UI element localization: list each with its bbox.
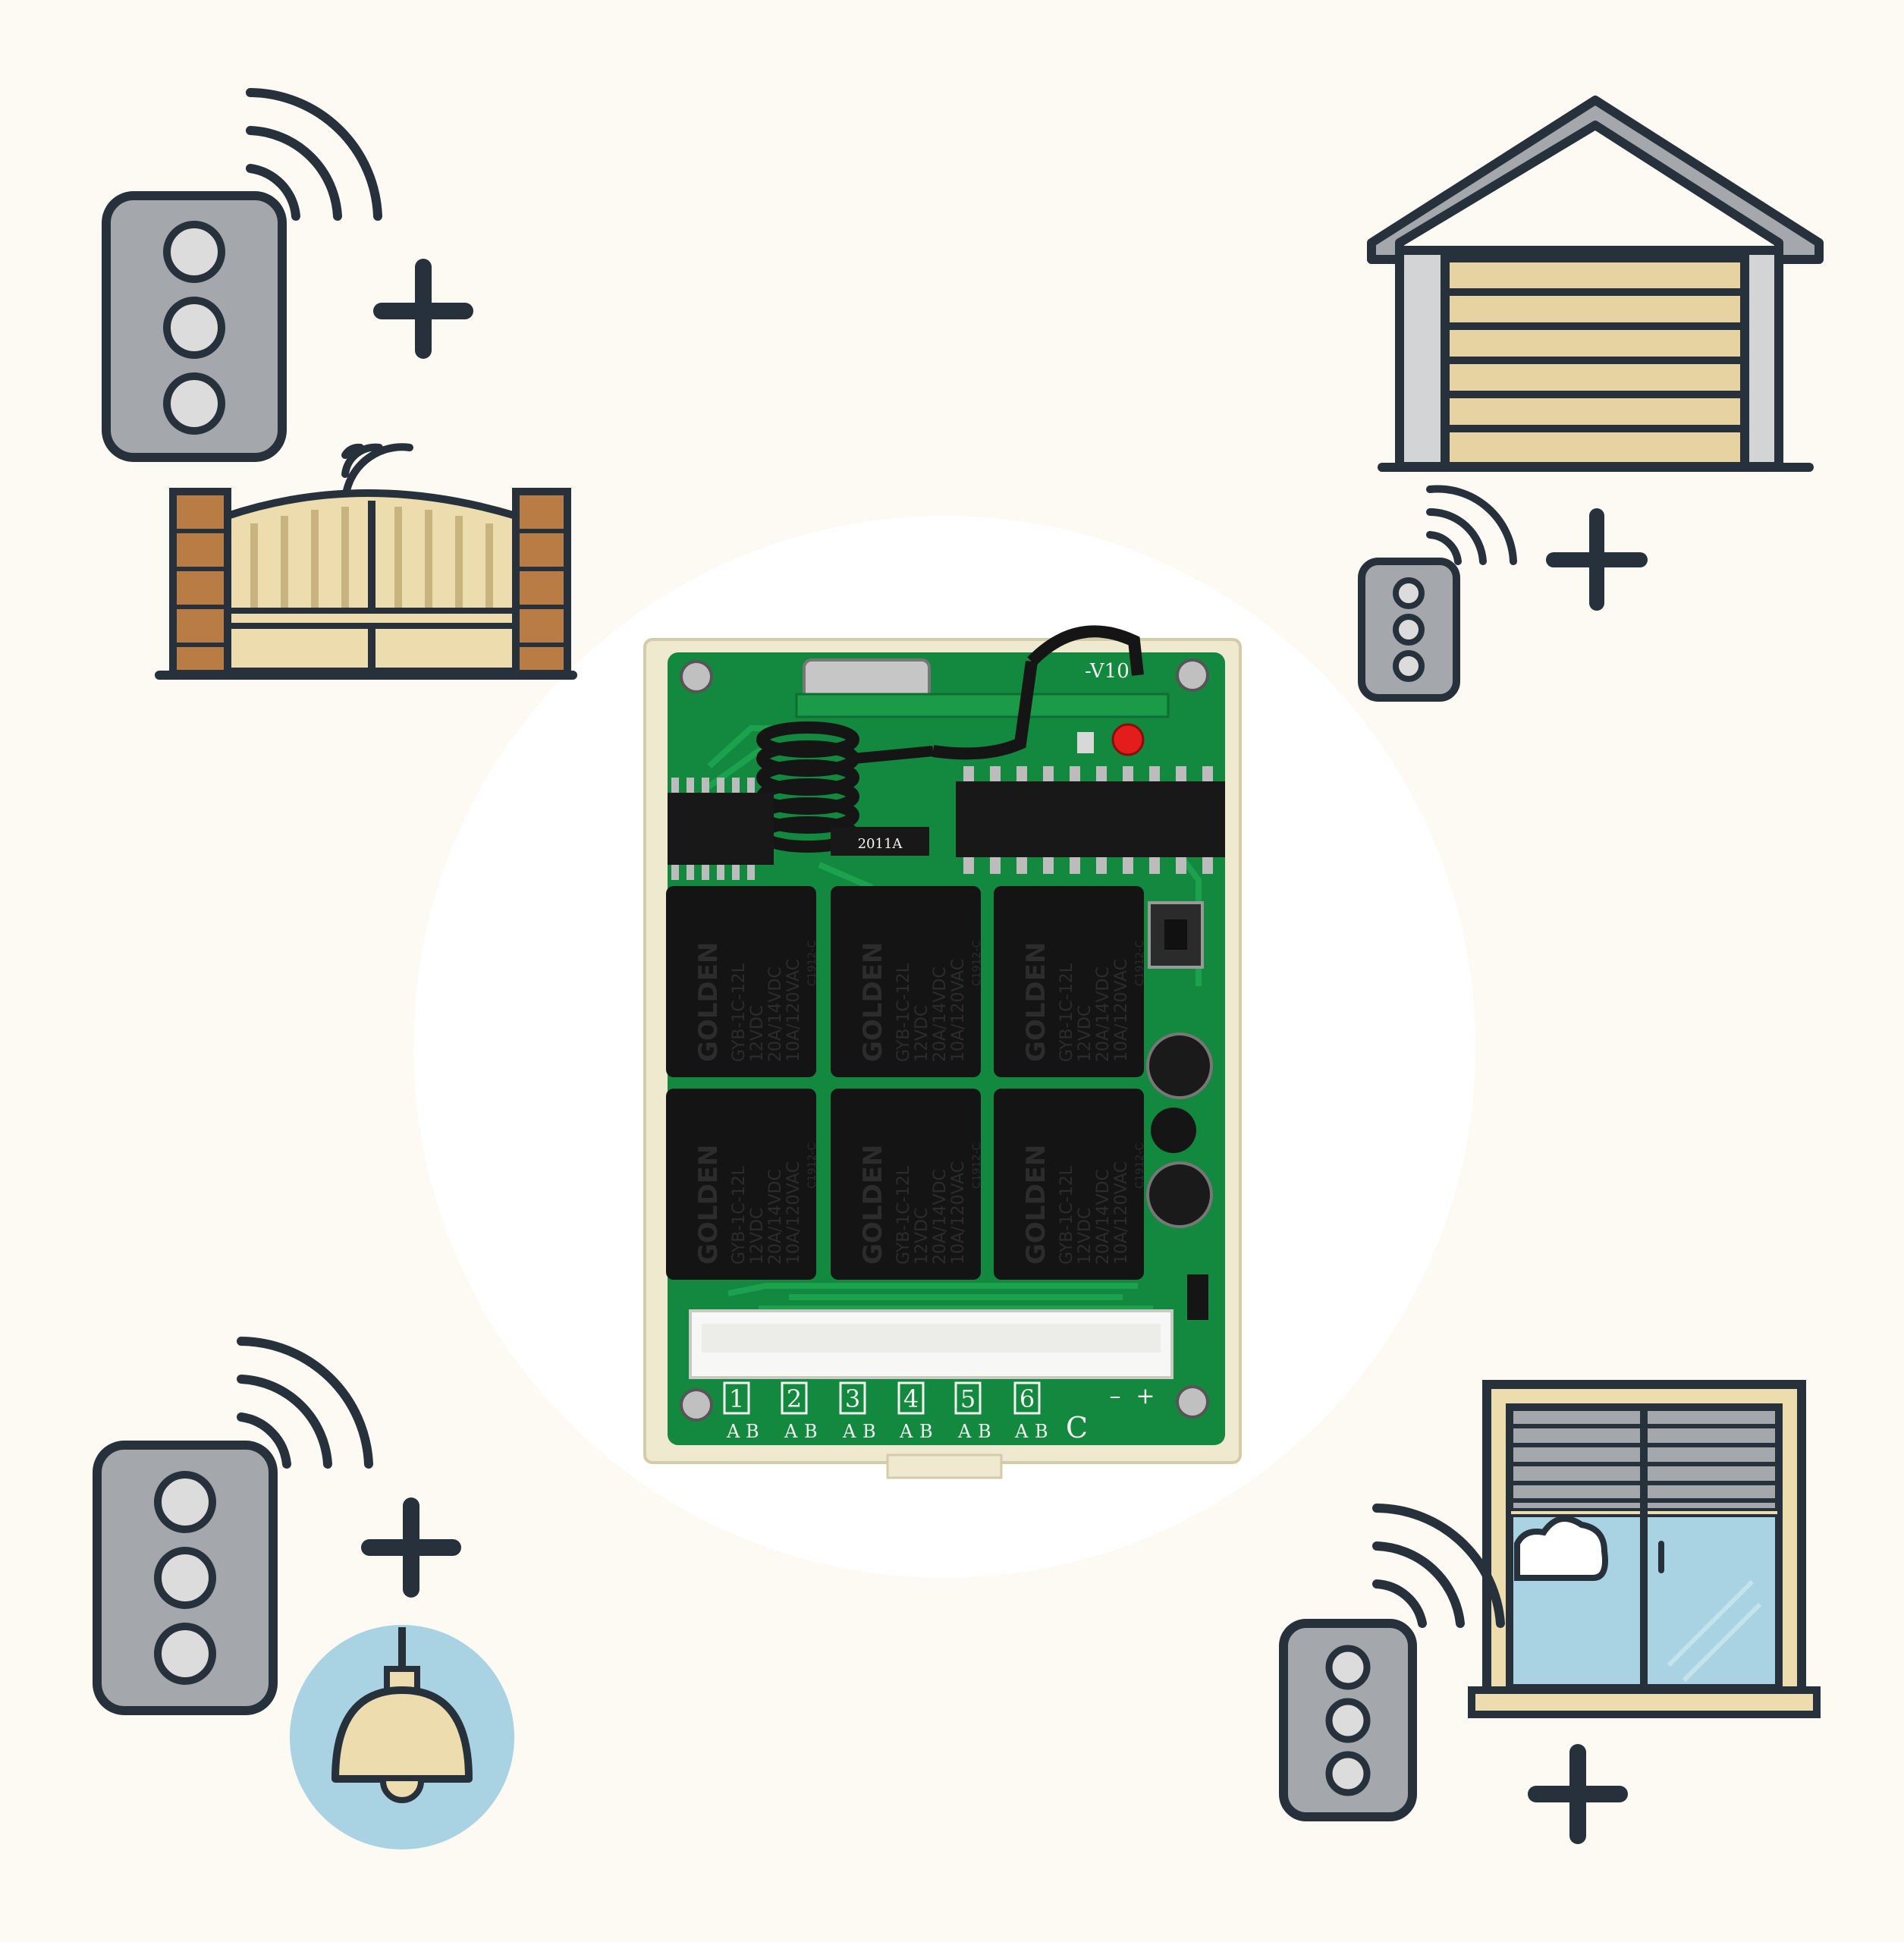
channel-label: 5 (960, 1384, 976, 1413)
chip (668, 793, 774, 865)
terminal-letter: B (919, 1421, 933, 1442)
window-remote-group (1279, 1380, 1821, 1844)
terminal-letter: A (1014, 1421, 1029, 1442)
relay-rating: 10A/120VAC (949, 1161, 968, 1265)
chip-marking: 2011A (858, 836, 903, 852)
relay-rating: 10A/120VAC (1112, 1161, 1131, 1265)
remote-icon (102, 191, 287, 462)
power-minus-label: – (1110, 1383, 1121, 1409)
gate-remote-group (102, 88, 577, 680)
relay-rating: 20A/14VDC (1094, 966, 1113, 1062)
garage-icon (1367, 96, 1824, 472)
relay-code: C1912-C (1134, 1143, 1146, 1189)
terminal-letter: B (804, 1421, 818, 1442)
signal-icon (1426, 485, 1517, 565)
relay-code: C1912-C (806, 941, 818, 986)
terminal-letter: B (978, 1421, 991, 1442)
relay-coil: 12VDC (1076, 1208, 1095, 1265)
transistor (1151, 1108, 1196, 1153)
terminal-letter: A (957, 1421, 972, 1442)
remote-icon (93, 1441, 278, 1715)
gate-icon (155, 443, 577, 680)
channel-label: 6 (1020, 1384, 1035, 1413)
relay-coil: 12VDC (1076, 1005, 1095, 1062)
channel-label: 1 (729, 1384, 744, 1413)
terminal-letter: A (842, 1421, 856, 1442)
decoder-chip (956, 781, 1225, 857)
relay-model: GYB-1C-12L (1057, 1165, 1076, 1265)
remote-icon (1279, 1619, 1417, 1821)
relay-brand: GOLDEN (693, 1145, 724, 1265)
relay-coil: 12VDC (748, 1005, 767, 1062)
relay-code: C1912-C (1134, 941, 1146, 986)
terminal-letter: B (862, 1421, 876, 1442)
relay-rating: 10A/120VAC (784, 1161, 803, 1265)
relay-brand: GOLDEN (693, 942, 724, 1062)
terminal-letters: A B A B A B A B A B A B C (726, 1411, 1088, 1444)
terminal-letter: A (784, 1421, 798, 1442)
diode (1187, 1274, 1208, 1320)
relay-code: C1912-C (971, 1143, 983, 1189)
relay-board: -V10 2011A (643, 625, 1242, 1479)
capacitor (1146, 1032, 1213, 1099)
screw-hole (680, 658, 1209, 1422)
plus-icon (1546, 508, 1648, 611)
terminal-letter: C (1066, 1411, 1088, 1444)
relay-coil: 12VDC (748, 1208, 767, 1265)
channel-label: 3 (845, 1384, 860, 1413)
relay-rating: 10A/120VAC (784, 959, 803, 1062)
plus-icon (373, 259, 473, 359)
power-plus-label: + (1136, 1383, 1155, 1409)
channel-labels: 1 2 3 4 5 6 – + (723, 1381, 1155, 1415)
plus-icon (1528, 1744, 1628, 1844)
lamp-remote-group (93, 1337, 514, 1849)
board-version: -V10 (1085, 660, 1130, 683)
signal-icon (246, 88, 382, 221)
relay-model: GYB-1C-12L (1057, 963, 1076, 1062)
relay-brand: GOLDEN (858, 1145, 888, 1265)
relay-rating: 20A/14VDC (931, 1169, 950, 1265)
relay-model: GYB-1C-12L (894, 963, 913, 1062)
relay-model: GYB-1C-12L (730, 963, 749, 1062)
relay-brand: GOLDEN (858, 942, 888, 1062)
remote-icon (1358, 558, 1460, 702)
terminal-letter: B (1035, 1421, 1048, 1442)
relay-brand: GOLDEN (1021, 942, 1051, 1062)
terminal-letter: A (726, 1421, 740, 1442)
plus-icon (361, 1497, 461, 1598)
channel-label: 2 (787, 1384, 802, 1413)
garage-remote-group (1358, 96, 1824, 702)
relay-rating: 10A/120VAC (1112, 959, 1131, 1062)
relay-coil: 12VDC (913, 1208, 932, 1265)
relay-rating: 10A/120VAC (949, 959, 968, 1062)
relay-rating: 20A/14VDC (1094, 1169, 1113, 1265)
terminal-letter: B (746, 1421, 759, 1442)
relay-rating: 20A/14VDC (766, 966, 785, 1062)
relay-code: C1912-C (806, 1143, 818, 1189)
relay-code: C1912-C (971, 941, 983, 986)
channel-label: 4 (903, 1384, 919, 1413)
terminal-letter: A (899, 1421, 913, 1442)
signal-icon (1372, 1504, 1505, 1628)
relay-model: GYB-1C-12L (894, 1165, 913, 1265)
pendant-lamp-icon (290, 1625, 514, 1849)
capacitor (1146, 1161, 1213, 1228)
relay-model: GYB-1C-12L (730, 1165, 749, 1265)
window-blind-icon (1468, 1380, 1821, 1718)
relay-coil: 12VDC (913, 1005, 932, 1062)
status-led (1111, 723, 1145, 756)
relay-rating: 20A/14VDC (931, 966, 950, 1062)
signal-icon (237, 1337, 373, 1469)
relay-rating: 20A/14VDC (766, 1169, 785, 1265)
relay-brand: GOLDEN (1021, 1145, 1051, 1265)
